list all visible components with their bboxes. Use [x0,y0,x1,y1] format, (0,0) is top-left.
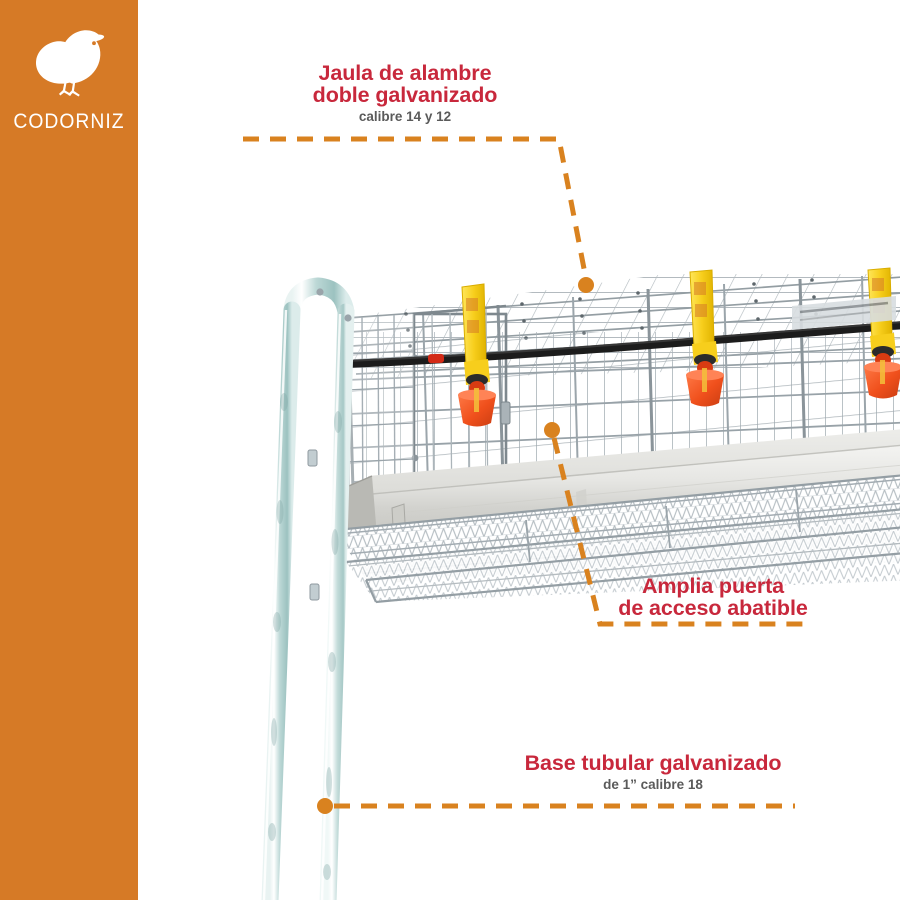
callout-access-door-title-line1: Amplia puerta [641,574,785,598]
callout-tubular-base-subtitle: de 1” calibre 18 [603,777,703,792]
callout-access-door: Amplia puerta de acceso abatible [608,575,818,619]
callout-wire-cage: Jaula de alambre doble galvanizado calib… [300,62,510,125]
callout-wire-cage-subtitle: calibre 14 y 12 [358,109,452,124]
brand-sidebar: CODORNIZ [0,0,138,900]
brand-name: CODORNIZ [13,110,125,133]
callout-tubular-base-title-line1: Base tubular galvanizado [524,751,782,775]
callout-access-door-title-line2: de acceso abatible [618,596,808,620]
callout-tubular-base: Base tubular galvanizado de 1” calibre 1… [508,752,798,793]
callout-wire-cage-title-line2: doble galvanizado [312,83,498,107]
quail-bird-icon [28,20,116,98]
callout-wire-cage-title-line1: Jaula de alambre [318,61,492,85]
